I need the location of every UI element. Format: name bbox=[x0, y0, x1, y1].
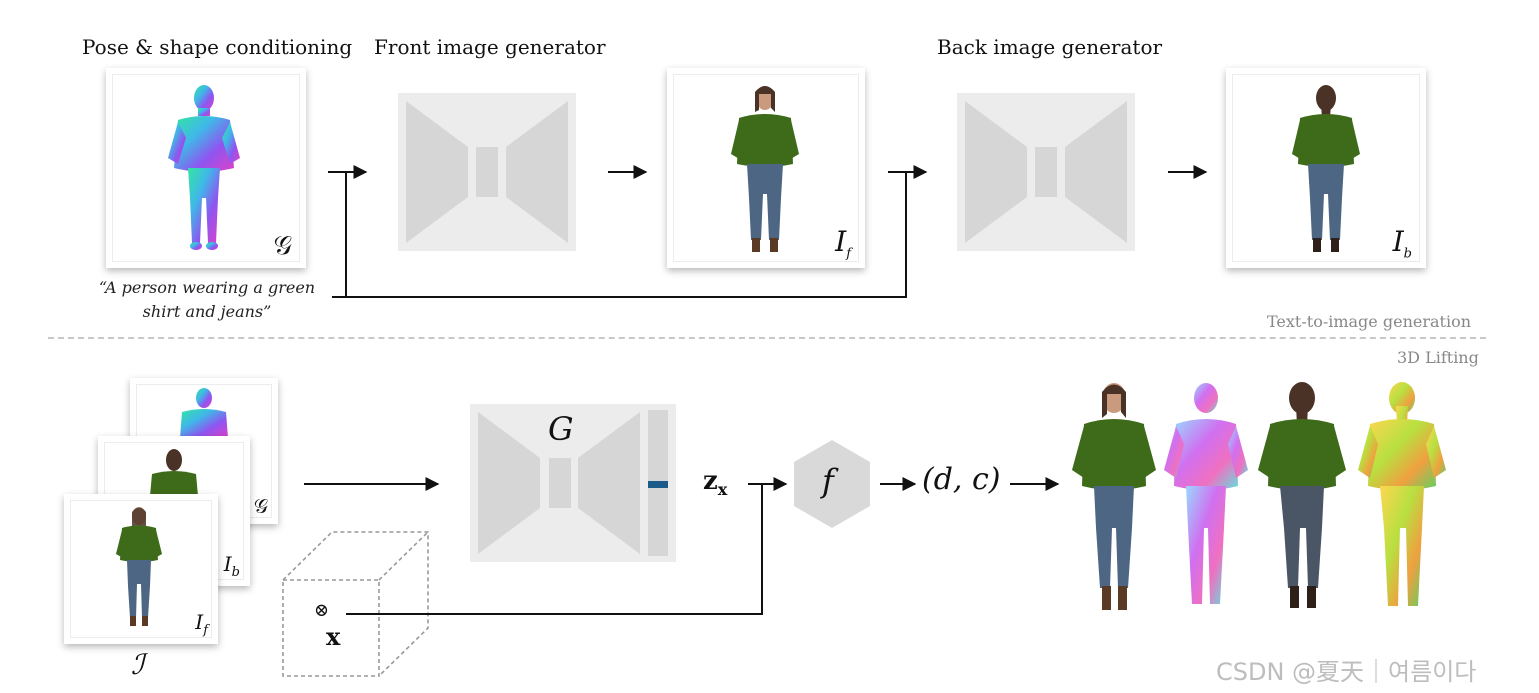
bottom-connections bbox=[304, 477, 1060, 615]
heading-pose-shape: Pose & shape conditioning bbox=[82, 35, 353, 59]
card-front-image: If bbox=[667, 68, 865, 268]
figure-person-back bbox=[1292, 85, 1360, 252]
heading-back-generator: Back image generator bbox=[937, 35, 1163, 59]
label-text-to-image: Text-to-image generation bbox=[1267, 312, 1472, 331]
symbol-i-back: Ib bbox=[1392, 225, 1412, 262]
symbol-g-stack: 𝒢 bbox=[253, 494, 268, 518]
card-pose-condition: 𝒢 bbox=[106, 68, 306, 268]
latent-highlight-bar bbox=[648, 481, 668, 488]
render-back-normals bbox=[1358, 382, 1446, 606]
symbol-output-dc: (d, c) bbox=[922, 462, 1001, 497]
top-connections bbox=[328, 165, 1208, 298]
mlp-hexagon bbox=[794, 440, 870, 528]
text-prompt-caption: “A person wearing a green shirt and jean… bbox=[72, 276, 342, 324]
front-generator-block bbox=[398, 93, 576, 251]
figure-person-front bbox=[731, 86, 799, 252]
symbol-generator-g: G bbox=[548, 410, 574, 448]
symbol-i-front: If bbox=[835, 225, 851, 262]
generator-g-block bbox=[470, 404, 676, 562]
prompt-line-1: “A person wearing a green bbox=[98, 278, 316, 297]
dashed-3d-cube bbox=[282, 531, 429, 677]
symbol-point-x: x bbox=[326, 622, 341, 651]
rendered-3d-avatars bbox=[1072, 382, 1446, 610]
back-generator-block bbox=[957, 93, 1135, 251]
symbol-ib-stack: Ib bbox=[223, 552, 240, 580]
heading-front-generator: Front image generator bbox=[374, 35, 606, 59]
watermark-text: CSDN @夏天｜여름이다 bbox=[1216, 658, 1477, 686]
symbol-mlp-f: f bbox=[822, 462, 834, 500]
symbol-z-x: zx bbox=[703, 466, 728, 500]
prompt-line-2: shirt and jeans” bbox=[142, 302, 272, 321]
symbol-g-condition: 𝒢 bbox=[273, 231, 292, 261]
symbol-otimes: ⊗ bbox=[314, 600, 330, 621]
label-3d-lifting: 3D Lifting bbox=[1397, 348, 1479, 367]
line-point-to-mlp bbox=[346, 484, 763, 615]
symbol-image-set: ℐ bbox=[131, 648, 145, 681]
render-front-color bbox=[1072, 383, 1156, 610]
card-stack-front: If bbox=[64, 494, 218, 644]
render-front-normals bbox=[1164, 383, 1248, 604]
line-prompt-to-back-gen bbox=[332, 172, 907, 298]
render-back-color bbox=[1258, 382, 1346, 608]
card-back-image: Ib bbox=[1226, 68, 1426, 268]
symbol-if-stack: If bbox=[195, 610, 208, 638]
figure-normal-map-front bbox=[168, 85, 240, 250]
section-divider bbox=[48, 337, 1486, 339]
